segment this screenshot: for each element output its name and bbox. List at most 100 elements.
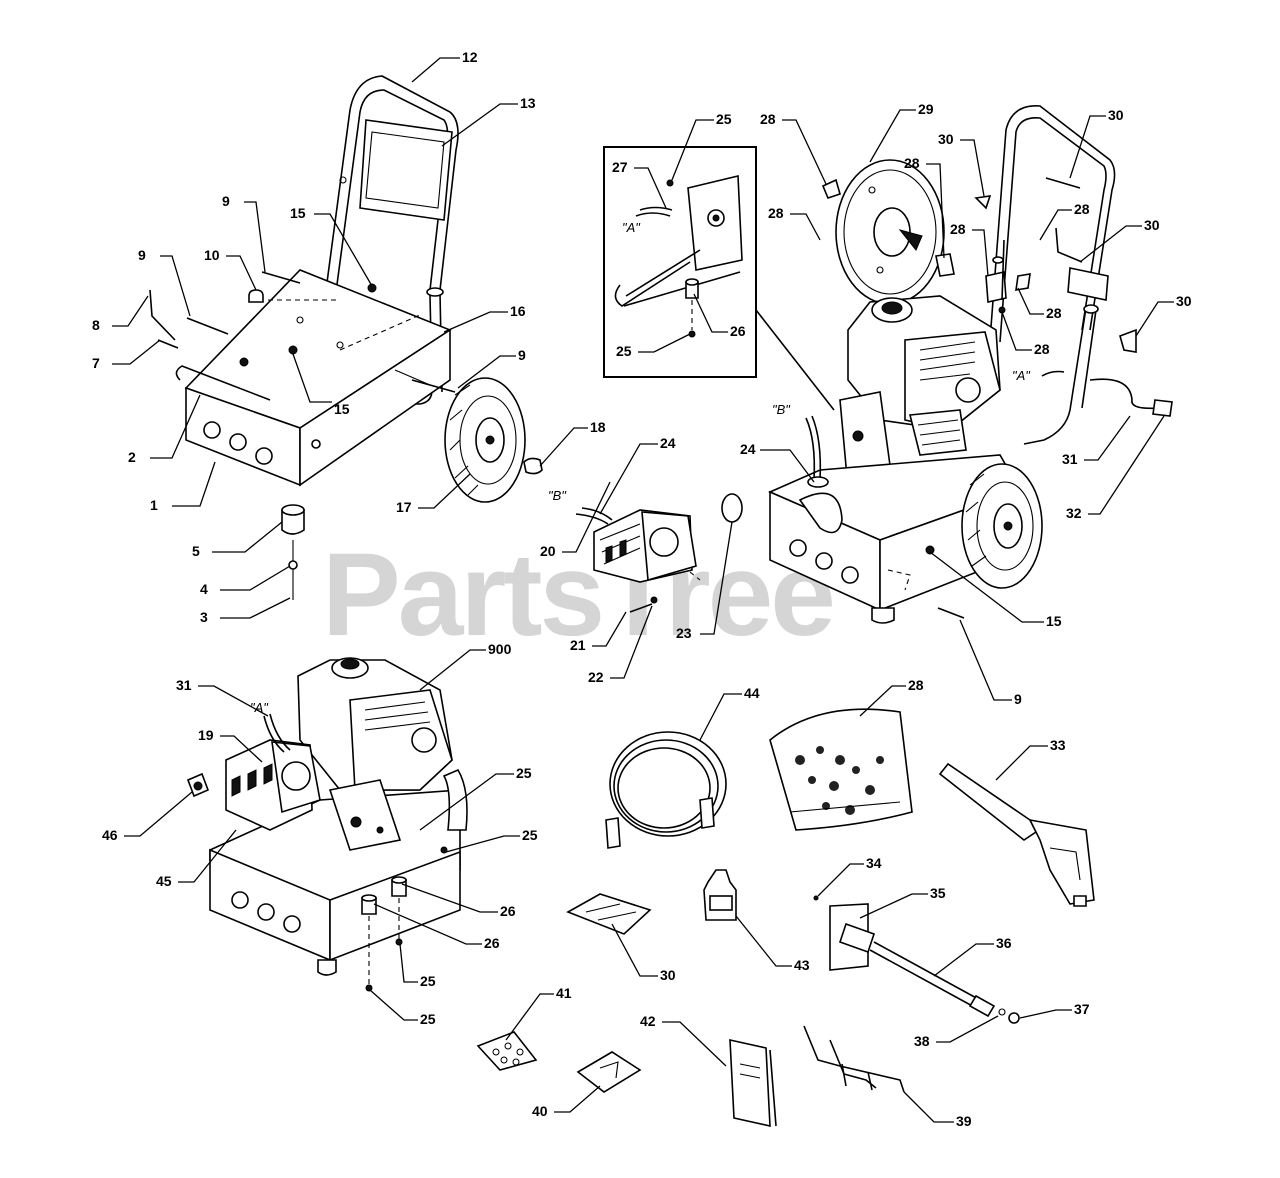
callout-label: 9	[222, 193, 230, 209]
callout-c15b: 15	[292, 353, 350, 417]
callout-c24a: 24	[599, 435, 676, 515]
callout-leader	[634, 167, 667, 209]
callout-leader	[314, 213, 373, 287]
callout-c15c: 15	[929, 551, 1062, 629]
callout-c30b: 30	[1069, 107, 1124, 179]
callout-c38: 38	[914, 1015, 999, 1049]
callout-c25c: 25	[419, 765, 532, 831]
callout-c25a: 25	[671, 111, 732, 181]
callout-leader	[220, 565, 291, 591]
callout-leader	[662, 1021, 727, 1067]
callout-label: 23	[676, 625, 692, 641]
callout-c37: 37	[1019, 1001, 1090, 1019]
callout-label: 10	[204, 247, 220, 263]
callout-c40: 40	[532, 1085, 601, 1119]
callout-label: 35	[930, 885, 946, 901]
callout-leader	[1019, 1009, 1072, 1019]
callout-leader	[539, 427, 588, 467]
callout-label: 7	[92, 355, 100, 371]
callout-label: 45	[156, 873, 172, 889]
callout-c35: 35	[859, 885, 946, 919]
callout-c18: 18	[539, 419, 606, 467]
callout-c19: 19	[198, 727, 263, 763]
callout-label: 24	[740, 441, 756, 457]
callout-leader	[112, 339, 161, 365]
callout-leader	[369, 989, 418, 1021]
callout-leader	[198, 685, 269, 717]
ref-marker-a-right: "A"	[1012, 368, 1031, 383]
callout-leader	[638, 333, 691, 353]
callout-label: 28	[904, 155, 920, 171]
callout-c4: 4	[200, 565, 291, 597]
callout-label: 31	[1062, 451, 1078, 467]
callout-label: 33	[1050, 737, 1066, 753]
pump-assembly	[575, 493, 743, 613]
callout-leader	[592, 611, 627, 647]
callout-label: 27	[612, 159, 628, 175]
callout-label: 39	[956, 1113, 972, 1129]
callout-c42: 42	[640, 1013, 727, 1067]
callout-c28h: 28	[859, 677, 924, 717]
callout-leader	[1084, 415, 1131, 461]
callout-label: 26	[484, 935, 500, 951]
callout-c28d: 28	[950, 221, 989, 277]
callout-c15a: 15	[290, 205, 373, 287]
callout-label: 32	[1066, 505, 1082, 521]
callout-label: 30	[1176, 293, 1192, 309]
callout-c13: 13	[441, 95, 536, 147]
callout-leader	[399, 943, 418, 983]
callout-leader	[150, 394, 201, 459]
callout-leader	[610, 605, 653, 679]
callout-layer: 1234578999910121315151516171819202122232…	[92, 49, 1192, 1129]
frame-assembly	[149, 75, 543, 600]
callout-label: 20	[540, 543, 556, 559]
callout-label: 25	[616, 343, 632, 359]
callout-label: 9	[138, 247, 146, 263]
callout-leader	[562, 481, 611, 553]
callout-c30d: 30	[1135, 293, 1192, 337]
callout-leader	[172, 461, 216, 507]
callout-label: 43	[794, 957, 810, 973]
callout-leader	[817, 863, 864, 897]
callout-c43: 43	[735, 915, 810, 973]
callout-leader	[700, 521, 733, 635]
callout-label: 21	[570, 637, 586, 653]
callout-c26c: 26	[373, 903, 500, 951]
callout-c26b: 26	[401, 883, 516, 919]
callout-label: 22	[588, 669, 604, 685]
callout-leader	[959, 619, 1012, 701]
callout-c28b: 28	[768, 205, 821, 241]
callout-c9a: 9	[222, 193, 266, 273]
callout-c2: 2	[128, 394, 201, 465]
callout-leader	[401, 883, 498, 913]
callout-label: 15	[334, 401, 350, 417]
callout-leader	[671, 119, 714, 181]
callout-label: 28	[760, 111, 776, 127]
callout-label: 5	[192, 543, 200, 559]
callout-label: 15	[1046, 613, 1062, 629]
callout-leader	[411, 57, 460, 83]
callout-leader	[112, 295, 149, 327]
callout-leader	[212, 521, 283, 553]
callout-c20: 20	[540, 481, 611, 559]
callout-label: 28	[1046, 305, 1062, 321]
callout-label: 24	[660, 435, 676, 451]
callout-leader	[960, 139, 985, 197]
callout-leader	[972, 229, 989, 277]
callout-leader	[1079, 225, 1142, 263]
callout-leader	[445, 835, 520, 853]
callout-c5: 5	[192, 521, 283, 559]
callout-c39: 39	[903, 1091, 972, 1129]
callout-label: 1	[150, 497, 158, 513]
callout-label: 12	[462, 49, 478, 65]
callout-leader	[505, 993, 554, 1041]
inset-leader	[755, 309, 835, 411]
callout-c1: 1	[150, 461, 216, 513]
callout-leader	[926, 163, 945, 259]
callout-label: 9	[1014, 691, 1022, 707]
lower-engine-assembly	[186, 657, 468, 992]
callout-label: 8	[92, 317, 100, 333]
callout-label: 42	[640, 1013, 656, 1029]
callout-leader	[790, 213, 821, 241]
